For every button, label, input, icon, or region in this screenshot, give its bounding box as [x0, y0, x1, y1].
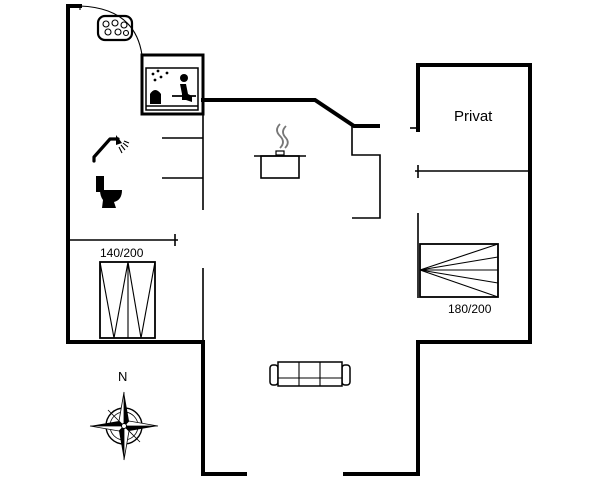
north-label: N — [118, 369, 127, 384]
bed-right-size: 180/200 — [448, 302, 492, 316]
walls — [66, 4, 532, 476]
bed-right — [419, 243, 499, 298]
toilet-icon — [96, 176, 122, 208]
compass-rose-icon — [89, 391, 159, 461]
cooking-pot-icon — [254, 123, 306, 179]
bed-left — [99, 261, 156, 339]
shower-icon — [92, 135, 130, 163]
whirlpool-icon — [96, 14, 134, 42]
sofa-icon — [269, 361, 351, 387]
bed-left-size: 140/200 — [100, 246, 144, 260]
bathroom-door-arc — [79, 5, 143, 56]
sauna-icon — [145, 67, 199, 111]
room-private-label: Privat — [454, 108, 493, 125]
